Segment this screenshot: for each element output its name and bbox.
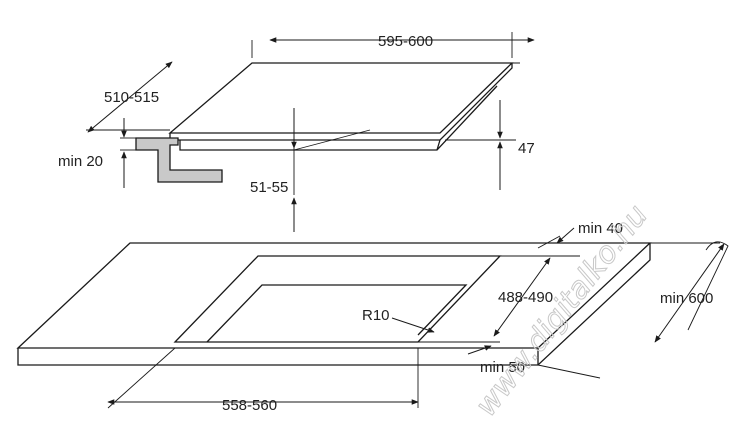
hob-drawing — [168, 62, 514, 151]
arrow-hob-depth — [87, 61, 173, 133]
arrow-min-side — [556, 227, 575, 244]
mounting-bracket — [135, 137, 223, 183]
label-min-wall: min 600 — [660, 290, 713, 307]
arrow-min-front-edge — [467, 345, 492, 355]
label-mount-depth: 51-55 — [250, 179, 288, 196]
arrow-cutout-depth — [493, 257, 551, 337]
label-min-front-edge: min 50 — [480, 359, 525, 376]
arrow-min-wall — [654, 243, 725, 343]
label-hob-height: 47 — [518, 140, 535, 157]
label-hob-depth: 510-515 — [104, 89, 159, 106]
dimension-arrows-top — [87, 37, 535, 232]
hob-top-surface — [168, 62, 514, 134]
label-corner-radius: R10 — [362, 307, 390, 324]
label-cutout-depth: 488-490 — [498, 289, 553, 306]
label-hob-width: 595-600 — [378, 33, 433, 50]
wall-curve — [687, 241, 729, 331]
extension-lines-bottom — [107, 235, 720, 409]
label-min-side: min 40 — [578, 220, 623, 237]
hob-body — [179, 85, 498, 151]
label-min-front: min 20 — [58, 153, 103, 170]
arrow-radius — [391, 317, 435, 333]
label-cutout-width: 558-560 — [222, 397, 277, 414]
cutout-inner — [206, 284, 468, 343]
dimension-arrows-bottom — [107, 227, 725, 405]
